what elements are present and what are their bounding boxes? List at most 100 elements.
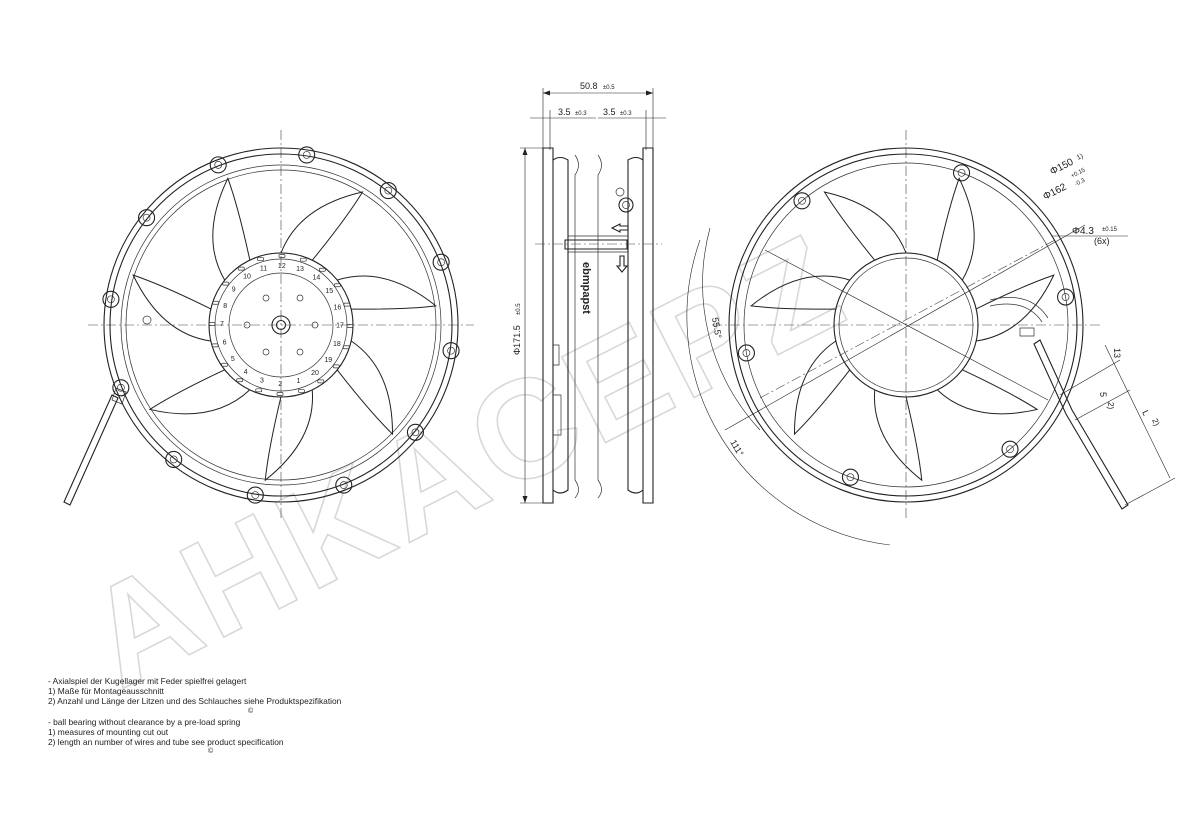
dim-lead-13: 13 [1112,348,1122,358]
rotor-number: 9 [232,286,236,293]
rotor-number: 6 [223,339,227,346]
dim-diameter: Φ171.5 [512,325,522,355]
lug-hole [742,349,751,357]
rotor-tab [222,281,230,286]
lug-hole [957,168,966,177]
lug-hole [1061,293,1070,301]
side-brand: ebmpapst [580,262,592,314]
lug-hole [339,481,348,489]
dim-lead-l-note: 2) [1150,417,1161,428]
blade-outline [280,191,364,261]
lug-hole [251,491,260,499]
rotor-tab [334,283,341,288]
lug-outer [406,423,424,441]
lug-outer [737,344,755,362]
rotor-number: 10 [243,274,251,281]
lug-outer [102,290,120,308]
lug-outer [165,450,183,468]
rotor-tab [278,254,286,258]
dim-lead-5-note: 2) [1106,402,1115,409]
blade-outline [132,274,212,342]
dim-width-tol: ±0.5 [603,85,615,91]
lug-outer [1001,440,1019,458]
note-de-2: 1) Maße für Montageausschnitt [48,686,164,697]
dim-pitch: Φ162 [1041,181,1068,202]
lug-hole [798,196,806,205]
dim-right-rim-tol: ±0.3 [620,111,632,117]
lug-outer [246,486,264,504]
rear-view: 55.5° 111° Φ150 1) Φ162 +0.15 -0.3 Φ4.3 … [686,130,1176,546]
rotor-tab [299,257,307,262]
impeller-blades-rear [749,177,1055,482]
note-en-2: 1) measures of mounting cut out [48,727,169,738]
blade-outline [936,177,975,281]
rotor-tab [346,324,354,328]
dim-lead-5: 5 [1098,392,1108,397]
rotor-number: 3 [260,378,264,385]
rotor-tab [276,392,284,396]
lug-outer [298,146,316,164]
lug-hole [437,258,445,267]
blade-outline [936,369,1039,415]
dim-left-rim: 3.5 [558,107,571,117]
note-en-3: 2) length an number of wires and tube se… [48,737,284,748]
lug-hole [142,213,151,222]
rotor-tab [208,322,216,326]
copyright-mark-en: © [208,748,214,756]
dim-hole-count: (6x) [1094,236,1110,246]
blade-outline [823,191,907,261]
lug-hole [411,428,420,437]
rotor-number: 11 [260,265,267,272]
rotor-number: 16 [333,304,341,311]
lug-outer [442,342,460,360]
blade-outline [336,340,394,436]
dim-pitch-tol-upper: +0.15 [1070,167,1087,180]
lug-hole [107,295,115,304]
dim-pitch-tol-lower: -0.3 [1074,177,1087,187]
rotor-number: 12 [278,263,286,270]
rotor-number: 20 [311,370,319,377]
rotor-tab [211,343,219,348]
blade-outline [975,274,1055,342]
rotor-tab [257,257,264,261]
blade-outline [873,389,923,482]
rotor-number: 1 [296,378,300,385]
lug-outer [138,209,156,227]
rotor-number: 7 [220,321,224,328]
lug-hole [447,346,455,355]
dim-cutout-note: 1) [1076,153,1085,162]
note-en-1: - ball bearing without clearance by a pr… [48,716,241,727]
rotor-tab [298,389,305,393]
lug-hole [214,161,223,169]
dim-width: 50.8 [580,81,598,91]
rotor-tab [342,345,350,350]
side-view: 50.8 ±0.5 3.5 ±0.3 3.5 ±0.3 Φ171.5 ±0.5 … [512,81,666,504]
rotor-tab [343,302,351,307]
rotor-number: 19 [324,357,332,364]
rotor-tab [221,362,228,367]
rotor-tab [318,267,326,272]
rotor-tab [332,364,340,369]
rotor-tab [237,266,245,271]
blade-outline [793,340,851,436]
note-de-3: 2) Anzahl und Länge der Litzen und des S… [48,696,342,707]
dim-right-rim: 3.5 [603,107,616,117]
dim-angle-111: 111° [728,438,746,458]
lug-outer [209,156,227,174]
lug-hole [169,455,178,464]
lug-hole [1006,445,1014,454]
dim-hole-tol: ±0.15 [1102,227,1118,233]
mounting-holes [737,164,1075,486]
dim-hole: Φ4.3 [1072,226,1094,237]
impeller-blades [132,177,438,482]
rotor-number: 14 [312,275,320,282]
rotor-number: 15 [325,288,333,295]
rotor-number: 4 [244,369,248,376]
lug-hole [302,151,311,159]
blade-outline [749,275,850,310]
watermark: AHKACEPZ [62,202,869,717]
rotor-tab [255,388,263,393]
blade-outline [337,275,438,310]
rotor-tab [317,379,325,384]
